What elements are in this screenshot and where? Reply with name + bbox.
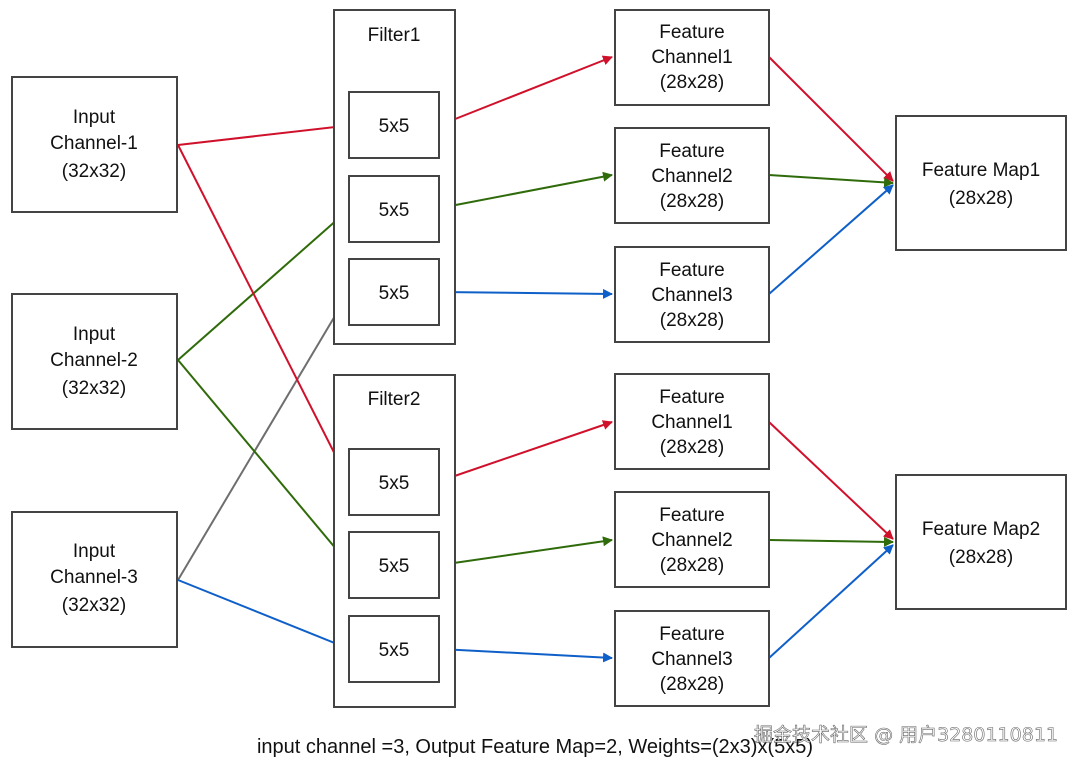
svg-text:Feature: Feature [659, 624, 724, 645]
diagram-caption: input channel =3, Output Feature Map=2, … [257, 736, 813, 758]
filter-1-title: Filter1 [368, 25, 421, 46]
input-channel-1-line1: Input [73, 107, 116, 128]
input-channel-1: Input Channel-1 (32x32) [11, 76, 178, 213]
filter-2-kernel-3-label: 5x5 [379, 640, 410, 661]
arrow-input1-filter1 [177, 122, 345, 146]
svg-text:(28x28): (28x28) [660, 191, 724, 212]
filter-2-kernel-2 [348, 531, 440, 599]
feature-map-2: Feature Map2 (28x28) [895, 474, 1067, 610]
svg-text:Channel3: Channel3 [651, 285, 732, 306]
input-channel-2-line2: Channel-2 [50, 350, 138, 371]
filter-1-kernel-3-label: 5x5 [379, 283, 410, 304]
filter-1-kernel-2 [348, 175, 440, 243]
svg-text:Channel2: Channel2 [651, 530, 732, 551]
filter-1: Filter1 5x5 5x5 5x5 [333, 9, 456, 345]
input-channel-3-line1: Input [73, 541, 116, 562]
filter-2-kernel-3 [348, 615, 440, 683]
svg-text:(28x28): (28x28) [660, 674, 724, 695]
filter-2-title: Filter2 [368, 389, 421, 410]
svg-text:(28x28): (28x28) [660, 437, 724, 458]
arrow-f2k3-channel3 [439, 648, 613, 663]
arrow-f2k2-channel2 [439, 536, 613, 566]
feature-map-1-title: Feature Map1 [922, 160, 1040, 181]
filter-1-kernel-1 [348, 91, 440, 159]
filter-2-kernel-1 [348, 448, 440, 516]
svg-text:Channel1: Channel1 [651, 412, 732, 433]
svg-text:(28x28): (28x28) [660, 555, 724, 576]
arrow-f2k1-channel1 [439, 420, 613, 482]
watermark: 掘金技术社区 @ 用户3280110811 [754, 724, 1058, 746]
svg-text:Channel1: Channel1 [651, 47, 732, 68]
filter-1-kernel-3 [348, 258, 440, 326]
arrow-channel1-map1 [768, 56, 894, 182]
feature-channel-box: Feature Channel1 (28x28) [614, 9, 770, 106]
input-channel-1-line2: Channel-1 [50, 133, 138, 154]
filter-2-kernel-1-label: 5x5 [379, 473, 410, 494]
svg-text:Feature: Feature [659, 387, 724, 408]
arrow-channel2-map1 [768, 174, 894, 188]
arrow-input2-filter1 [177, 210, 348, 361]
arrow-channel6-map2 [768, 544, 894, 659]
input-channel-2-line3: (32x32) [62, 378, 126, 399]
filter-1-kernel-1-label: 5x5 [379, 116, 410, 137]
svg-text:Feature: Feature [659, 141, 724, 162]
svg-text:Channel2: Channel2 [651, 166, 732, 187]
svg-text:(28x28): (28x28) [660, 72, 724, 93]
filter-1-kernel-2-label: 5x5 [379, 200, 410, 221]
input-channel-1-line3: (32x32) [62, 161, 126, 182]
svg-text:(28x28): (28x28) [660, 310, 724, 331]
filter-2-kernel-2-label: 5x5 [379, 556, 410, 577]
feature-map-1-size: (28x28) [949, 188, 1013, 209]
arrow-input1-filter2 [177, 144, 348, 479]
svg-text:Feature: Feature [659, 22, 724, 43]
arrow-f1k2-channel2 [439, 171, 613, 209]
arrow-channel5-map2 [768, 536, 894, 547]
svg-text:Channel3: Channel3 [651, 649, 732, 670]
arrow-channel3-map1 [768, 184, 894, 295]
feature-channel-box: Feature Channel1 (28x28) [614, 373, 770, 470]
filter-2: Filter2 5x5 5x5 5x5 [333, 374, 456, 708]
arrow-f1k1-channel1 [439, 55, 613, 126]
feature-map-2-title: Feature Map2 [922, 519, 1040, 540]
feature-channel-box: Feature Channel3 (28x28) [614, 610, 770, 707]
arrow-channel4-map2 [768, 421, 894, 540]
feature-channel-box: Feature Channel2 (28x28) [614, 127, 770, 224]
arrow-input3-filter2 [177, 579, 348, 650]
arrow-input3-filter1 [177, 293, 349, 581]
arrow-input2-filter2 [177, 359, 348, 563]
input-channel-2: Input Channel-2 (32x32) [11, 293, 178, 430]
svg-text:Feature: Feature [659, 260, 724, 281]
input-channel-3: Input Channel-3 (32x32) [11, 511, 178, 648]
feature-channel-box: Feature Channel3 (28x28) [614, 246, 770, 343]
input-channel-3-line2: Channel-3 [50, 567, 138, 588]
input-channel-3-line3: (32x32) [62, 595, 126, 616]
feature-map-2-size: (28x28) [949, 547, 1013, 568]
arrow-f1k3-channel3 [439, 288, 613, 299]
feature-channel-box: Feature Channel2 (28x28) [614, 491, 770, 588]
feature-map-1: Feature Map1 (28x28) [895, 115, 1067, 251]
svg-text:Feature: Feature [659, 505, 724, 526]
input-channel-2-line1: Input [73, 324, 116, 345]
